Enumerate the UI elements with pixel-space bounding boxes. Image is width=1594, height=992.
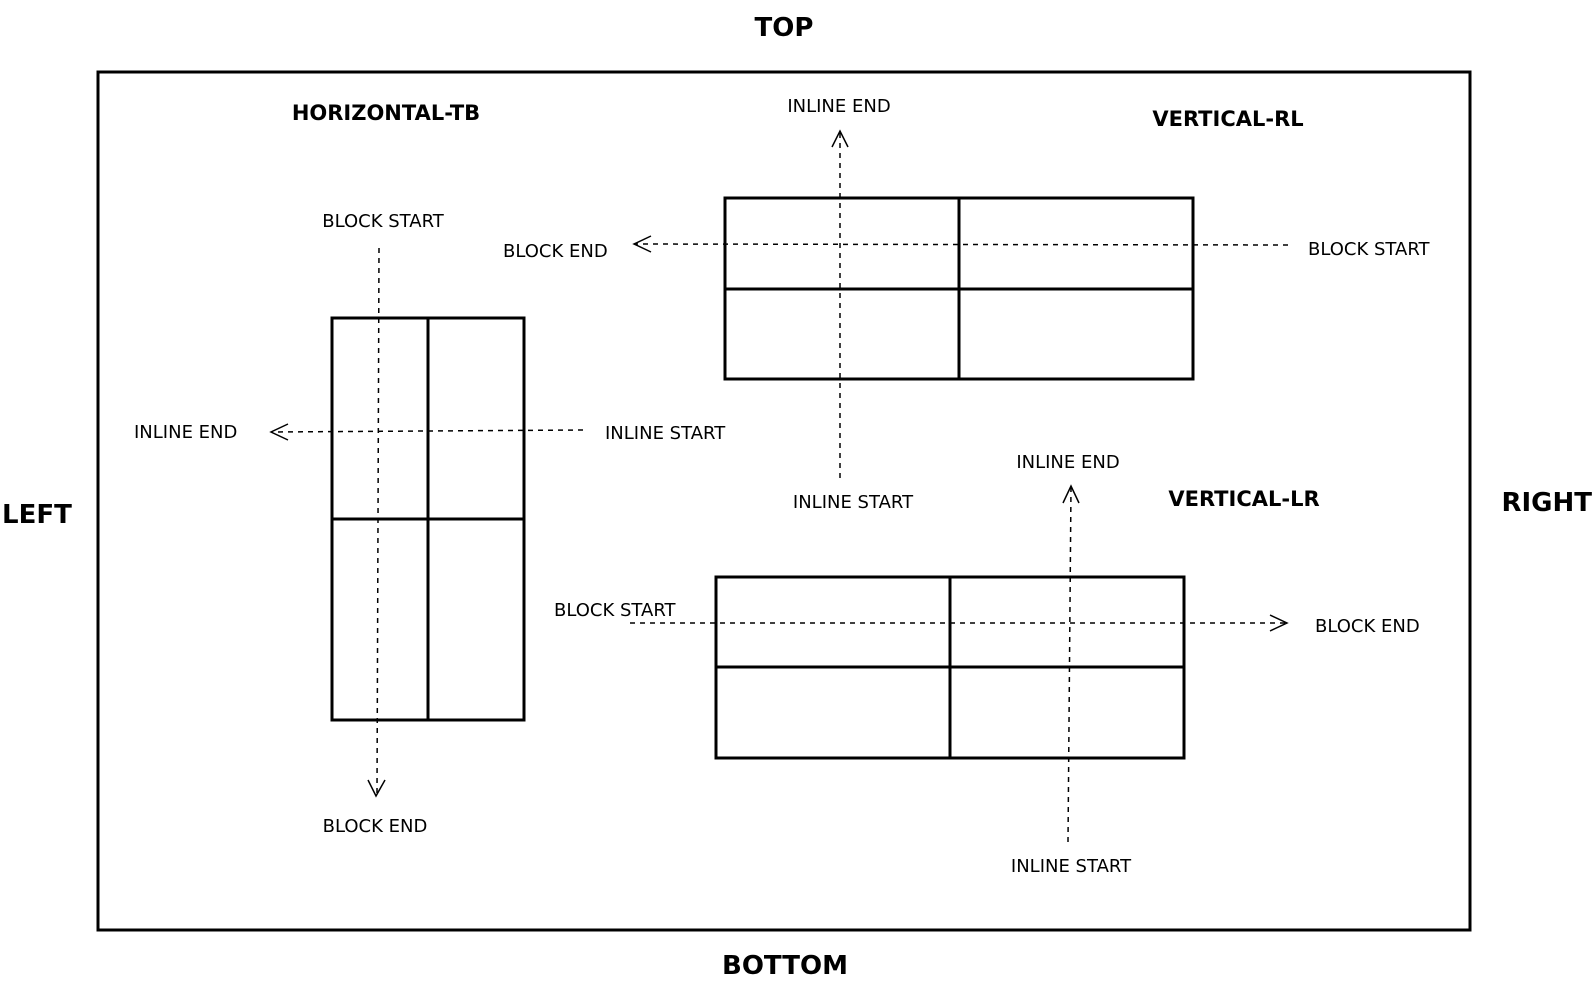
vertical-lr-inline-end-arrowhead-icon [1062, 484, 1080, 504]
vertical-rl-block-start-label: BLOCK START [1308, 239, 1431, 260]
edge-label-left: LEFT [2, 500, 72, 530]
vertical-rl-group: VERTICAL-RL BLOCK END BLOCK START INLINE… [503, 96, 1431, 513]
horizontal-tb-title: HORIZONTAL-TB [292, 101, 480, 125]
vertical-lr-block-start-label: BLOCK START [554, 600, 677, 621]
vertical-lr-block-end-arrowhead-icon [1269, 614, 1289, 632]
horizontal-tb-inline-start-label: INLINE START [605, 423, 726, 444]
vertical-rl-inline-end-label: INLINE END [787, 96, 890, 117]
vertical-rl-block-end-label: BLOCK END [503, 241, 608, 262]
horizontal-tb-group: HORIZONTAL-TB BLOCK START BLOCK END INLI… [134, 101, 726, 837]
horizontal-tb-block-axis [376, 247, 380, 795]
horizontal-tb-inline-end-arrowhead-icon [269, 423, 289, 441]
vertical-rl-block-axis [635, 243, 1289, 246]
vertical-rl-block-end-arrowhead-icon [632, 235, 652, 253]
vertical-rl-title: VERTICAL-RL [1152, 107, 1303, 131]
vertical-rl-grid [723, 196, 1195, 381]
vertical-lr-inline-axis [1067, 486, 1072, 843]
horizontal-tb-inline-axis [271, 429, 584, 433]
vertical-lr-block-end-label: BLOCK END [1315, 616, 1420, 637]
vertical-lr-inline-start-label: INLINE START [1011, 856, 1132, 877]
horizontal-tb-block-start-label: BLOCK START [322, 211, 445, 232]
vertical-lr-group: VERTICAL-LR BLOCK START BLOCK END INLINE… [554, 452, 1420, 877]
horizontal-tb-block-end-label: BLOCK END [323, 816, 428, 837]
edge-label-bottom: BOTTOM [722, 951, 848, 981]
edge-label-right: RIGHT [1501, 488, 1592, 518]
vertical-rl-inline-start-label: INLINE START [793, 492, 914, 513]
vertical-lr-grid [714, 575, 1186, 760]
outer-frame [96, 70, 1472, 932]
horizontal-tb-block-end-arrowhead-icon [367, 779, 386, 798]
vertical-rl-inline-end-arrowhead-icon [831, 129, 849, 148]
vertical-lr-title: VERTICAL-LR [1168, 487, 1319, 511]
vertical-lr-inline-end-label: INLINE END [1016, 452, 1119, 473]
edge-label-top: TOP [755, 13, 814, 43]
horizontal-tb-inline-end-label: INLINE END [134, 422, 237, 443]
horizontal-tb-grid [330, 316, 526, 722]
